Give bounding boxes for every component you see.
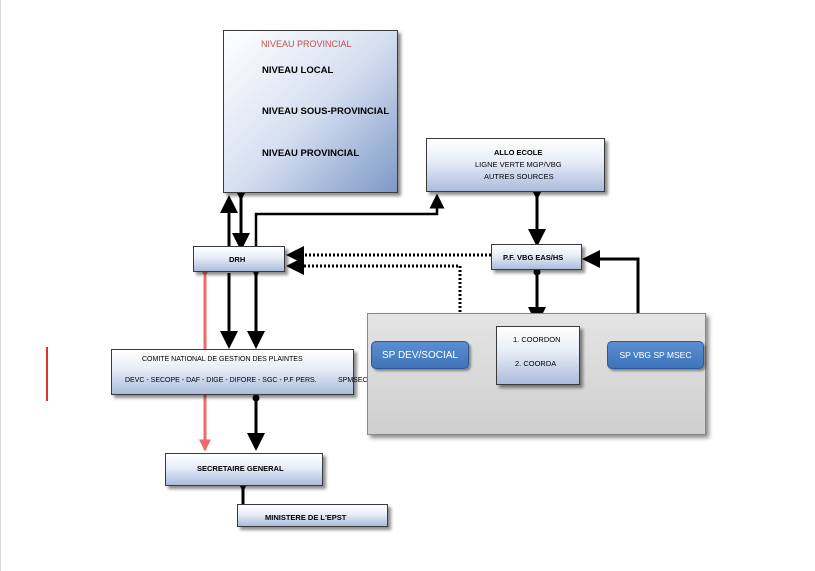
level-sous-provincial-label: NIVEAU SOUS-PROVINCIAL <box>262 106 390 117</box>
secretaire-label: SECRETAIRE GENERAL <box>197 464 284 473</box>
arrow-spvbg-pfvbg <box>582 250 640 313</box>
allo-ecole-box: ALLO ECOLE LIGNE VERTE MGP/VBG AUTRES SO… <box>426 138 605 192</box>
level-provincial-label: NIVEAU PROVINCIAL <box>262 148 360 159</box>
arrow-drh-alloecole <box>248 193 445 261</box>
sp-vbg-label: SP VBG SP MSEC <box>619 350 692 360</box>
sp-vbg-box: SP VBG SP MSEC <box>607 341 704 369</box>
drh-label: DRH <box>229 255 246 264</box>
coordon-label: 1. COORDON <box>513 335 561 344</box>
pf-vbg-label: P.F. VBG EAS/HS <box>503 253 564 262</box>
secretaire-general-box: SECRETAIRE GENERAL <box>165 453 323 486</box>
comite-national-box: COMITE NATIONAL DE GESTION DES PLAINTES … <box>111 349 368 395</box>
coorda-label: 2. COORDA <box>515 359 557 368</box>
drh-box: DRH <box>193 246 285 272</box>
dotted-panel-drh <box>286 257 462 312</box>
allo-ecole-title: ALLO ECOLE <box>494 148 543 157</box>
coordination-box: 1. COORDON 2. COORDA <box>496 326 580 385</box>
comite-members: DEVC - SECOPE - DAF - DIGE - DIFORE - SG… <box>125 377 317 384</box>
sp-dev-social-box: SP DEV/SOCIAL <box>371 341 469 369</box>
provincial-box: NIVEAU PROVINCIAL NIVEAU LOCAL NIVEAU SO… <box>223 30 398 193</box>
sp-dev-social-label: SP DEV/SOCIAL <box>382 349 458 361</box>
comite-members-tail: SPMSEC <box>338 377 368 384</box>
red-margin-mark <box>46 347 48 401</box>
allo-ecole-autres-sources: AUTRES SOURCES <box>484 172 554 181</box>
comite-title: COMITE NATIONAL DE GESTION DES PLAINTES <box>142 356 303 363</box>
provincial-title: NIVEAU PROVINCIAL <box>261 39 352 49</box>
level-local-label: NIVEAU LOCAL <box>262 65 334 76</box>
ministere-label: MINISTERE DE L'EPST <box>265 513 347 522</box>
allo-ecole-ligne-verte: LIGNE VERTE MGP/VBG <box>475 160 562 169</box>
pf-vbg-box: P.F. VBG EAS/HS <box>491 244 582 270</box>
ministere-box: MINISTERE DE L'EPST <box>237 504 388 527</box>
page-edge <box>0 0 1 571</box>
